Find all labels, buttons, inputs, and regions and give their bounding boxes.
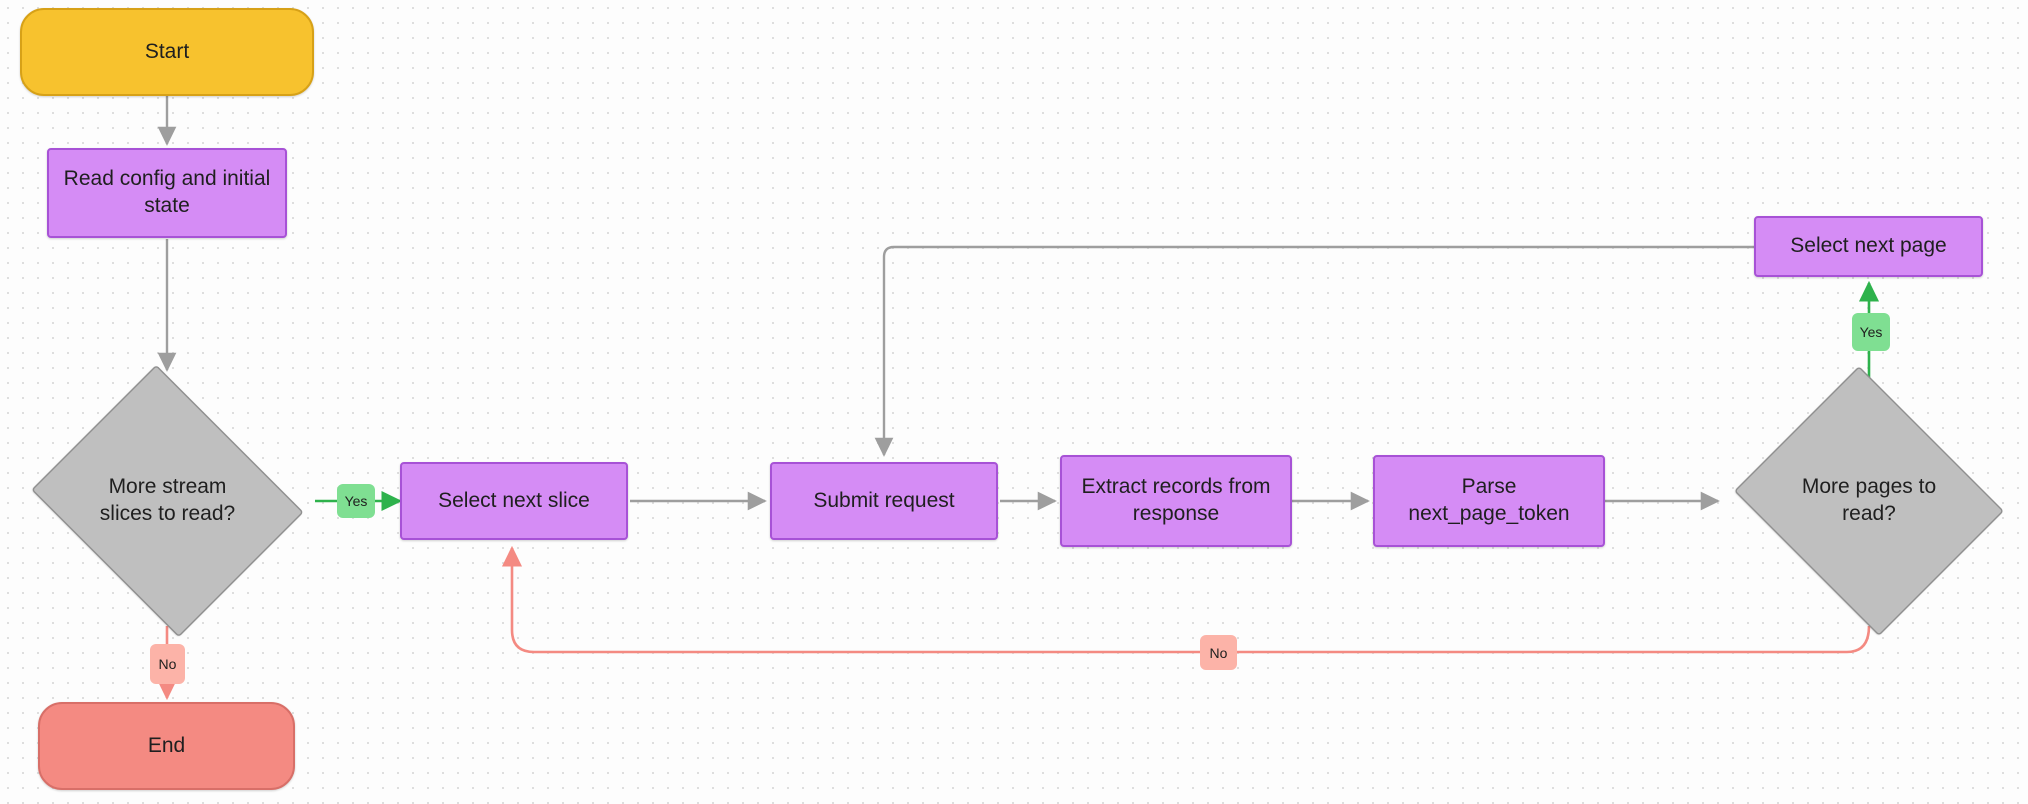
node-read-config-label: Read config and initial state xyxy=(63,167,271,217)
node-parse-next-page-token-label: Parse next_page_token xyxy=(1408,475,1570,525)
node-submit-request-label: Submit request xyxy=(813,488,955,512)
edge-label-slices-no: No xyxy=(150,644,185,684)
node-select-next-page-label: Select next page xyxy=(1790,234,1947,258)
node-read-config[interactable]: Read config and initial state xyxy=(47,148,287,238)
node-select-next-slice-label: Select next slice xyxy=(438,488,590,512)
node-submit-request[interactable]: Submit request xyxy=(770,462,998,540)
node-select-next-page[interactable]: Select next page xyxy=(1754,216,1983,277)
edge-label-pages-no: No xyxy=(1200,635,1237,670)
node-more-stream-slices[interactable]: More stream slices to read? xyxy=(20,364,315,638)
edge-label-slices-yes: Yes xyxy=(337,484,375,518)
node-parse-next-page-token[interactable]: Parse next_page_token xyxy=(1373,455,1605,547)
node-start-label: Start xyxy=(144,39,190,63)
edge-label-slices-no-text: No xyxy=(158,656,177,672)
node-more-stream-slices-label: More stream slices to read? xyxy=(99,475,236,525)
node-more-pages-to-read[interactable]: More pages to read? xyxy=(1724,366,2014,636)
node-more-pages-to-read-label: More pages to read? xyxy=(1801,475,1937,525)
edge-more-pages-no-loop-to-select-slice xyxy=(501,545,1871,654)
edge-label-pages-yes-text: Yes xyxy=(1859,324,1883,340)
edge-label-slices-yes-text: Yes xyxy=(344,493,368,509)
node-end-label: End xyxy=(147,733,186,757)
node-end[interactable]: End xyxy=(38,702,295,790)
node-extract-records-label: Extract records from response xyxy=(1081,475,1271,525)
node-extract-records[interactable]: Extract records from response xyxy=(1060,455,1292,547)
edge-label-pages-no-text: No xyxy=(1209,644,1228,661)
node-select-next-slice[interactable]: Select next slice xyxy=(400,462,628,540)
edge-label-pages-yes: Yes xyxy=(1852,313,1890,351)
node-start[interactable]: Start xyxy=(20,8,314,96)
edge-select-page-loop-to-submit xyxy=(874,245,1754,457)
